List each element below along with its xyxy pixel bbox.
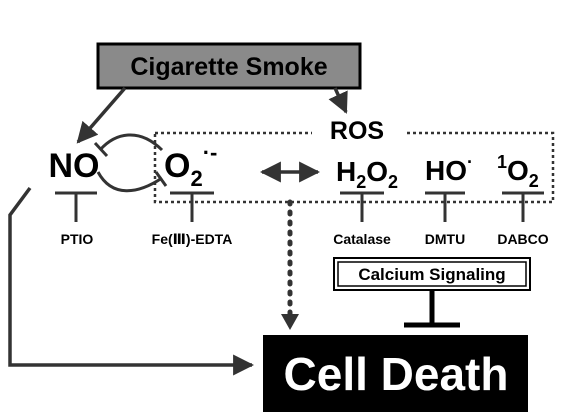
fe-edta-inhibition-bar xyxy=(170,191,214,222)
smoke-to-ros-arrow xyxy=(328,87,348,114)
no-inhibits-superoxide-curve xyxy=(96,171,163,193)
superoxide-species: O2·- xyxy=(164,140,217,191)
no-to-cell-death-arrow xyxy=(8,186,255,376)
dmtu-inhibition-bar xyxy=(425,191,465,222)
cigarette-smoke-node: Cigarette Smoke xyxy=(96,42,362,90)
dabco-label: DABCO xyxy=(497,231,548,247)
no-species: NO xyxy=(49,147,100,185)
catalase-inhibition-bar xyxy=(340,191,384,222)
calcium-signaling-node: Calcium Signaling xyxy=(333,257,531,291)
dabco-inhibition-bar xyxy=(502,191,544,222)
catalase-label: Catalase xyxy=(333,231,391,247)
ptio-inhibition-bar xyxy=(55,191,97,222)
hydroxyl-radical-species: HO· xyxy=(425,152,473,186)
fe-edta-label: Fe(Ⅲ)-EDTA xyxy=(152,231,233,247)
dmtu-label: DMTU xyxy=(425,231,465,247)
smoke-to-no-arrow xyxy=(76,86,127,144)
cell-death-label: Cell Death xyxy=(284,348,509,400)
singlet-oxygen-species: 1O2 xyxy=(497,152,539,191)
superoxide-inhibits-no-curve xyxy=(98,133,164,152)
ros-label: ROS xyxy=(330,117,384,145)
calcium-signaling-label: Calcium Signaling xyxy=(358,265,505,284)
cell-death-node: Cell Death xyxy=(263,335,528,412)
ptio-label: PTIO xyxy=(61,231,94,247)
cigarette-smoke-label: Cigarette Smoke xyxy=(130,53,327,81)
h2o2-species: H2O2 xyxy=(336,156,398,192)
calcium-inhibition-bar xyxy=(404,290,460,328)
